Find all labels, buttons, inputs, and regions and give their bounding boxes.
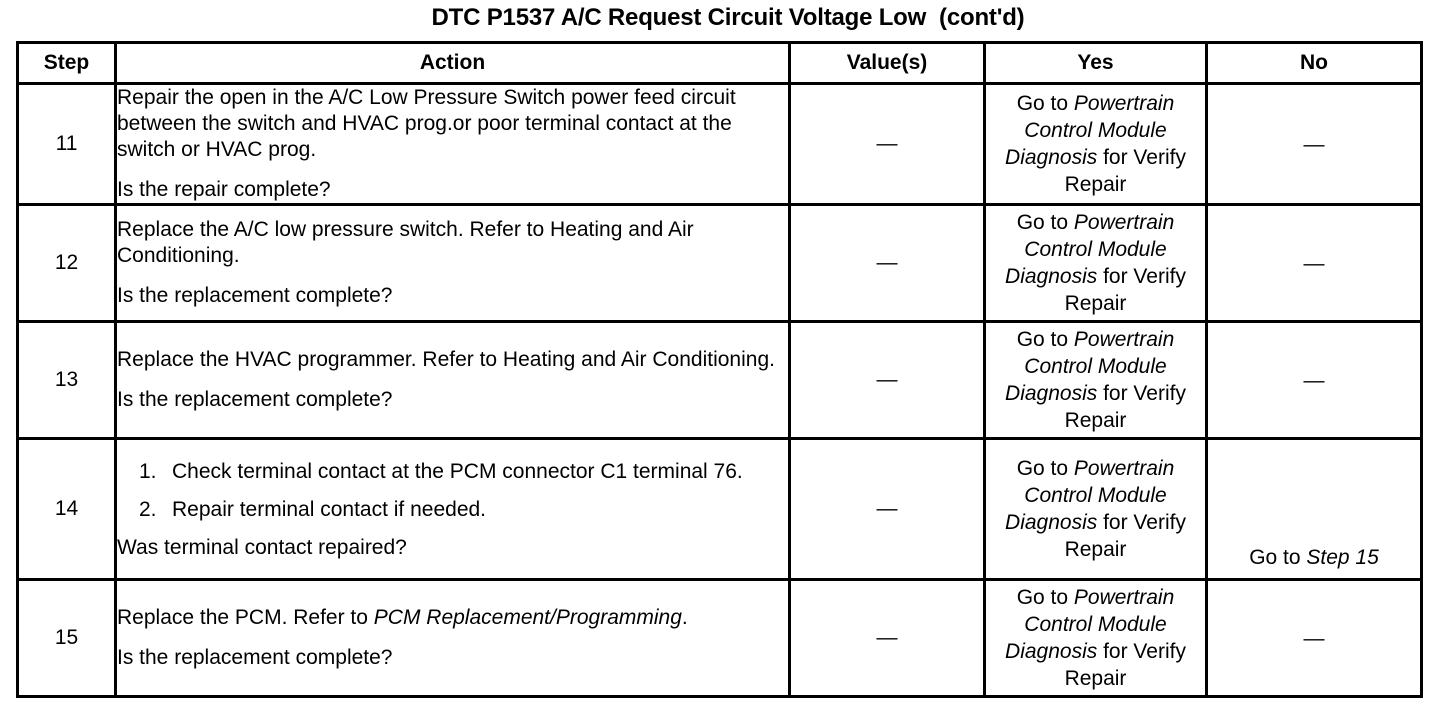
yes-reference-italic: Powertrain Control Module Diagnosis bbox=[1005, 586, 1175, 663]
value-dash: — bbox=[876, 497, 898, 520]
step-number: 14 bbox=[16, 437, 117, 581]
column-header-step: Step bbox=[16, 41, 117, 85]
yes-goto-suffix: for Verify Repair bbox=[1064, 511, 1186, 561]
yes-goto-suffix: for Verify Repair bbox=[1064, 146, 1186, 196]
yes-cell: Go to Powertrain Control Module Diagnosi… bbox=[983, 203, 1208, 323]
yes-cell: Go to Powertrain Control Module Diagnosi… bbox=[983, 320, 1208, 440]
no-cell: — bbox=[1205, 578, 1423, 698]
action-cell: Repair the open in the A/C Low Pressure … bbox=[114, 82, 791, 206]
no-cell: Go to Step 15 bbox=[1205, 437, 1423, 581]
yes-goto-prefix: Go to bbox=[1016, 586, 1074, 609]
no-dash: — bbox=[1303, 132, 1325, 156]
yes-goto-prefix: Go to bbox=[1016, 457, 1074, 480]
action-question: Is the replacement complete? bbox=[117, 284, 393, 307]
yes-goto-suffix: for Verify Repair bbox=[1064, 640, 1186, 690]
action-cell: Replace the PCM. Refer to PCM Replacemen… bbox=[114, 578, 791, 698]
yes-cell: Go to Powertrain Control Module Diagnosi… bbox=[983, 82, 1208, 206]
scan-artifact bbox=[660, 713, 700, 716]
value-dash: — bbox=[876, 251, 898, 274]
action-prefix: Replace the PCM. Refer to bbox=[117, 606, 374, 629]
no-cell: — bbox=[1205, 203, 1423, 323]
yes-goto-prefix: Go to bbox=[1016, 211, 1074, 234]
action-paragraph: Replace the HVAC programmer. Refer to He… bbox=[117, 348, 775, 371]
action-cell: 1. Check terminal contact at the PCM conn… bbox=[114, 437, 791, 581]
table-row: 13 Replace the HVAC programmer. Refer to… bbox=[16, 320, 1423, 440]
table-row: 14 1. Check terminal contact at the PCM c… bbox=[16, 437, 1423, 581]
no-cell: — bbox=[1205, 320, 1423, 440]
yes-cell: Go to Powertrain Control Module Diagnosi… bbox=[983, 437, 1208, 581]
value-cell: — bbox=[788, 82, 986, 206]
table-body: 11 Repair the open in the A/C Low Pressu… bbox=[16, 82, 1423, 698]
column-header-values: Value(s) bbox=[788, 41, 986, 85]
yes-goto-suffix: for Verify Repair bbox=[1064, 265, 1186, 315]
page-title: DTC P1537 A/C Request Circuit Voltage Lo… bbox=[431, 4, 1025, 31]
column-header-yes: Yes bbox=[983, 41, 1208, 85]
yes-cell: Go to Powertrain Control Module Diagnosi… bbox=[983, 578, 1208, 698]
action-paragraph: Repair the open in the A/C Low Pressure … bbox=[117, 86, 736, 161]
yes-reference-italic: Powertrain Control Module Diagnosis bbox=[1005, 92, 1175, 169]
value-dash: — bbox=[876, 368, 898, 391]
column-header-action: Action bbox=[114, 41, 791, 85]
action-suffix: . bbox=[681, 606, 688, 629]
value-cell: — bbox=[788, 578, 986, 698]
no-cell: — bbox=[1205, 82, 1423, 206]
step-number: 11 bbox=[16, 82, 117, 206]
step-number: 12 bbox=[16, 203, 117, 323]
table-row: 12 Replace the A/C low pressure switch. … bbox=[16, 203, 1423, 323]
list-item-number: 2. bbox=[139, 498, 157, 521]
action-question: Was terminal contact repaired? bbox=[117, 536, 407, 559]
yes-goto-prefix: Go to bbox=[1016, 92, 1074, 115]
no-dash: — bbox=[1303, 368, 1325, 392]
value-dash: — bbox=[876, 132, 898, 155]
list-item-text: Repair terminal contact if needed. bbox=[172, 498, 487, 521]
no-dash: — bbox=[1303, 251, 1325, 275]
action-paragraph: Replace the PCM. Refer to PCM Replacemen… bbox=[117, 605, 788, 631]
list-item: 1. Check terminal contact at the PCM conn… bbox=[117, 459, 788, 485]
action-cell: Replace the HVAC programmer. Refer to He… bbox=[114, 320, 791, 440]
yes-reference-italic: Powertrain Control Module Diagnosis bbox=[1005, 457, 1175, 534]
step-number: 15 bbox=[16, 578, 117, 698]
list-item: 2. Repair terminal contact if needed. bbox=[117, 497, 788, 523]
value-cell: — bbox=[788, 320, 986, 440]
action-numbered-list: 1. Check terminal contact at the PCM conn… bbox=[117, 459, 788, 523]
action-question: Is the repair complete? bbox=[117, 178, 331, 201]
yes-goto-suffix: for Verify Repair bbox=[1064, 382, 1186, 432]
yes-reference-italic: Powertrain Control Module Diagnosis bbox=[1005, 211, 1175, 288]
action-question: Is the replacement complete? bbox=[117, 646, 393, 669]
table-header: Step Action Value(s) Yes No bbox=[16, 41, 1423, 85]
yes-reference-italic: Powertrain Control Module Diagnosis bbox=[1005, 328, 1175, 405]
action-paragraph: Replace the A/C low pressure switch. Ref… bbox=[117, 218, 694, 267]
no-reference-italic: Step 15 bbox=[1306, 546, 1379, 569]
list-item-number: 1. bbox=[139, 460, 157, 483]
column-header-no: No bbox=[1205, 41, 1423, 85]
table-row: 11 Repair the open in the A/C Low Pressu… bbox=[16, 82, 1423, 206]
no-dash: — bbox=[1303, 626, 1325, 650]
action-question: Is the replacement complete? bbox=[117, 388, 393, 411]
value-cell: — bbox=[788, 203, 986, 323]
step-number: 13 bbox=[16, 320, 117, 440]
action-cell: Replace the A/C low pressure switch. Ref… bbox=[114, 203, 791, 323]
value-dash: — bbox=[876, 626, 898, 649]
diagnostic-table-container: Step Action Value(s) Yes No 11 Repair th… bbox=[16, 41, 1423, 698]
action-reference-italic: PCM Replacement/Programming bbox=[373, 606, 682, 629]
no-goto-prefix: Go to bbox=[1249, 546, 1307, 569]
value-cell: — bbox=[788, 437, 986, 581]
yes-goto-prefix: Go to bbox=[1016, 328, 1074, 351]
table-header-row: Step Action Value(s) Yes No bbox=[16, 41, 1423, 85]
list-item-text: Check terminal contact at the PCM connec… bbox=[172, 460, 743, 483]
table-row: 15 Replace the PCM. Refer to PCM Replace… bbox=[16, 578, 1423, 698]
diagnostic-table: Step Action Value(s) Yes No 11 Repair th… bbox=[16, 41, 1423, 698]
